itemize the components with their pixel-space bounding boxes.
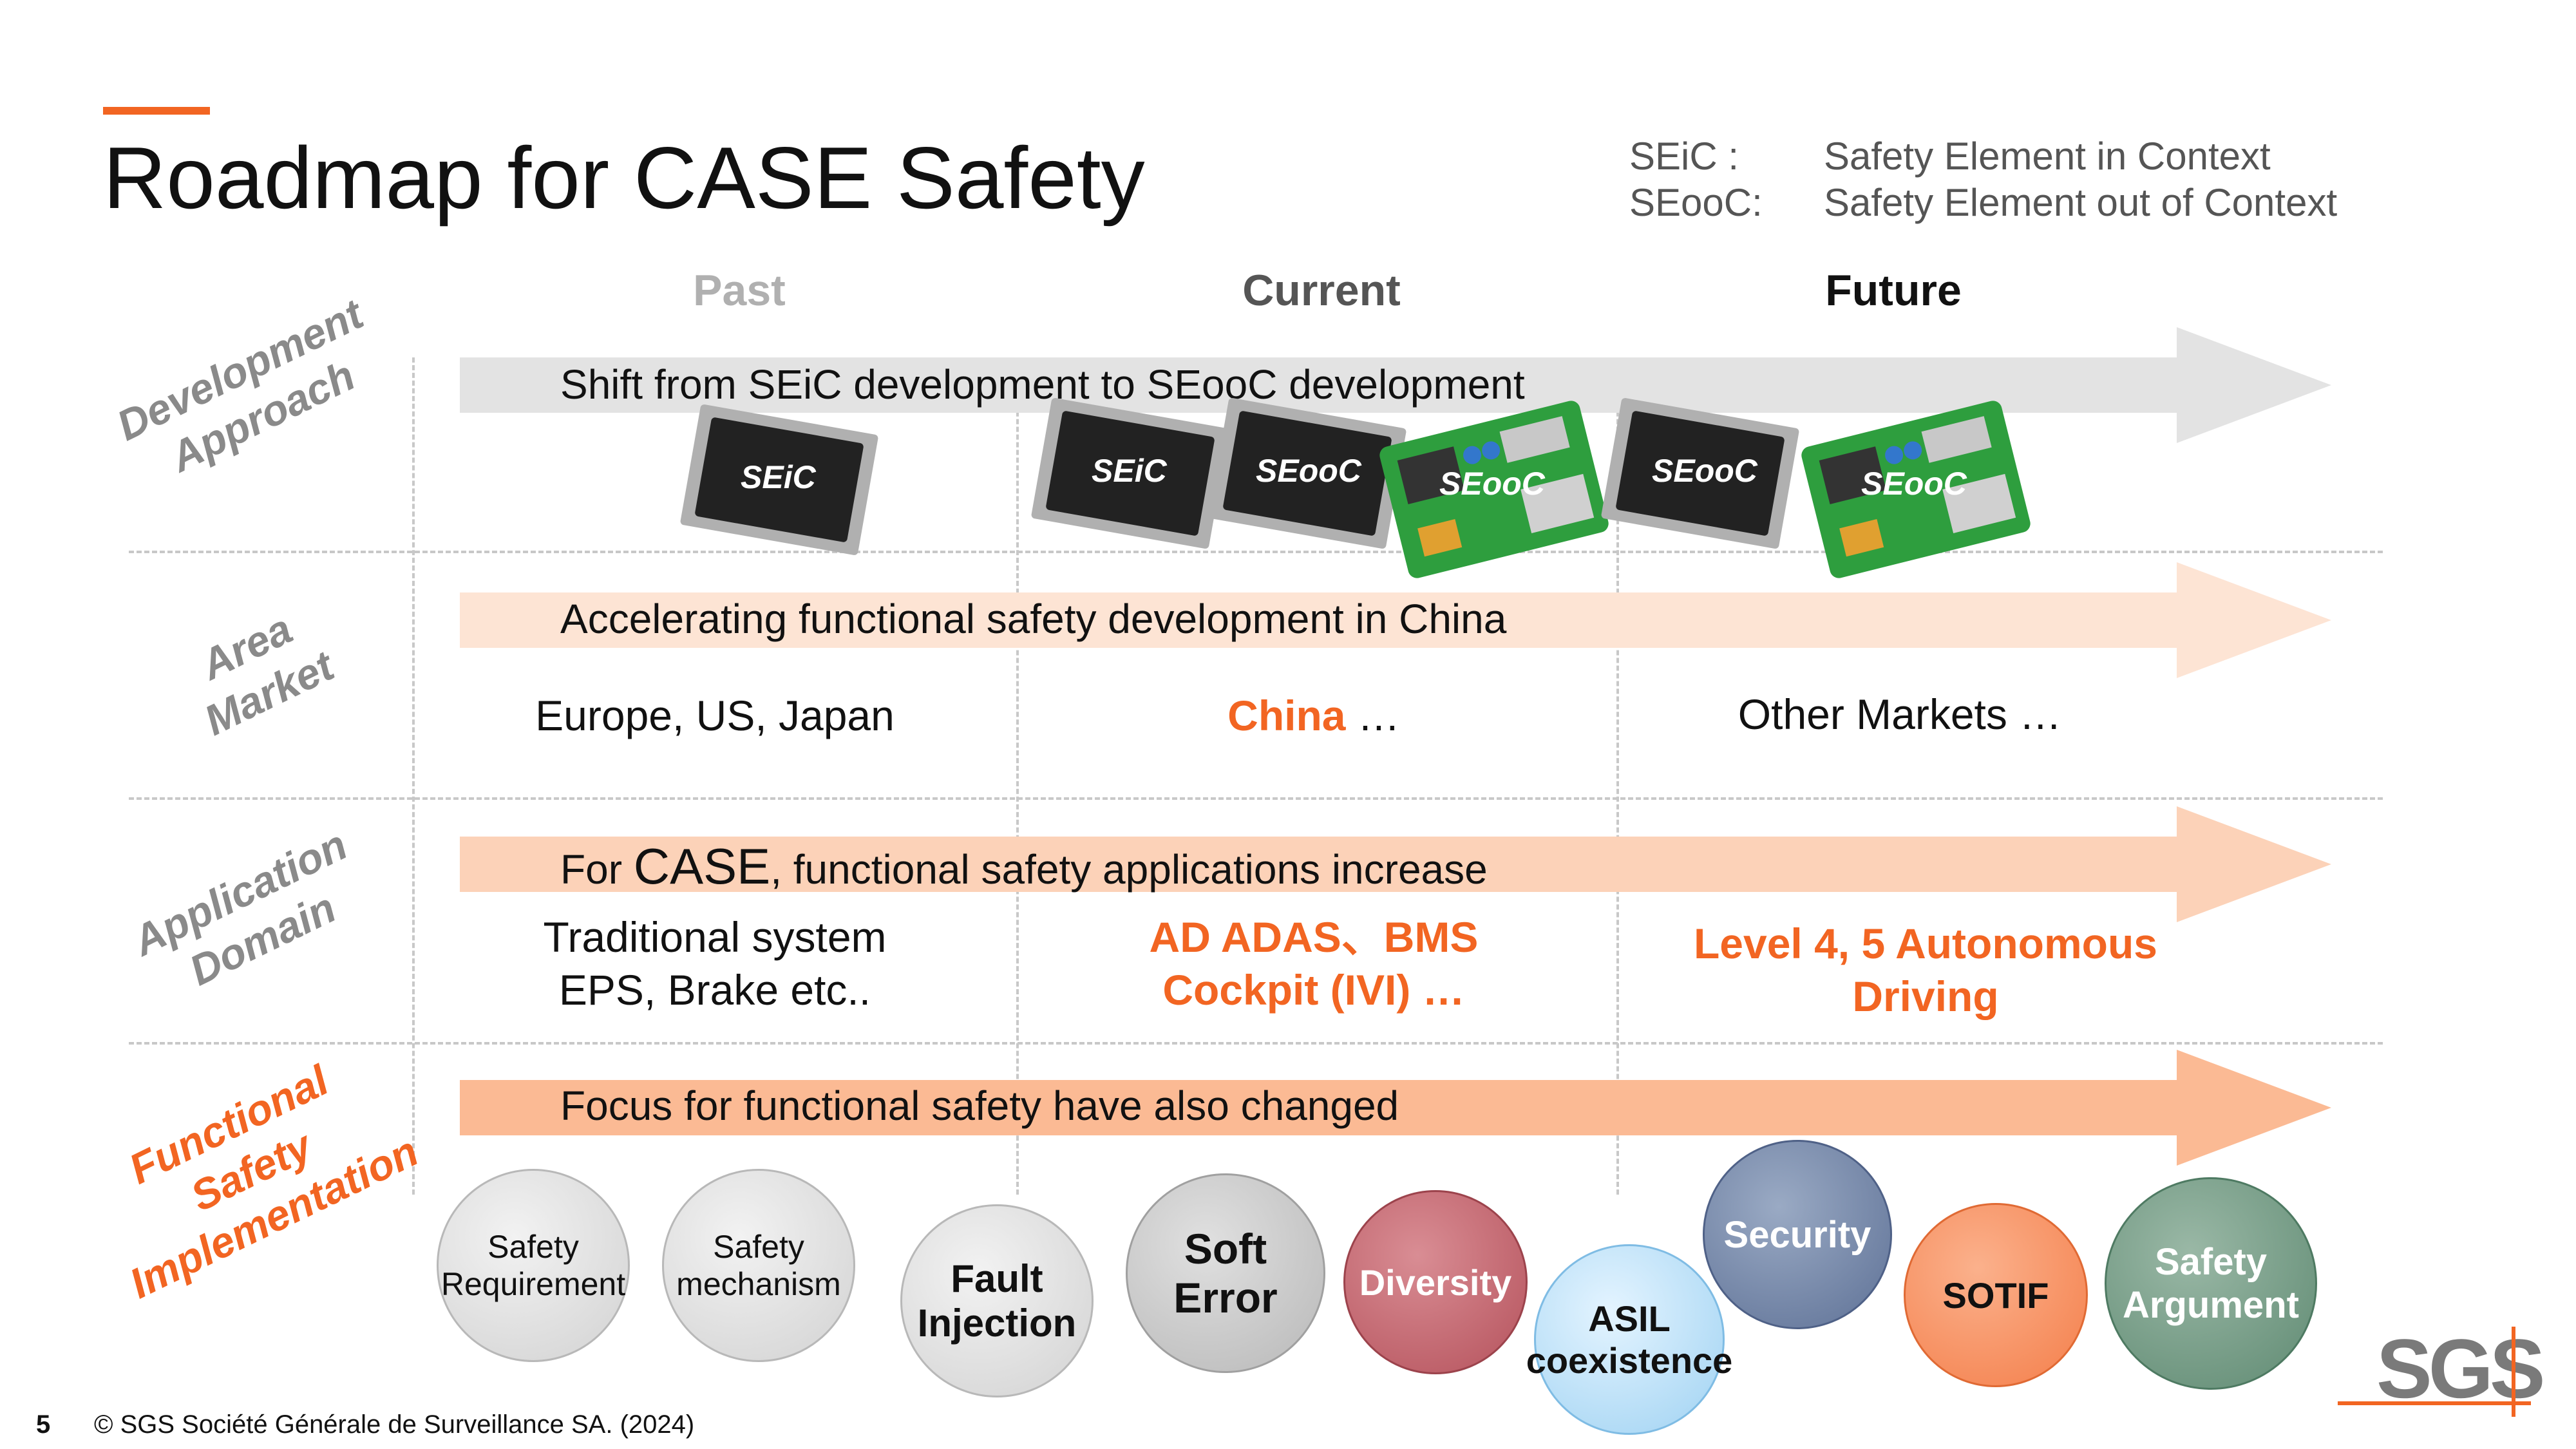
application-current-line2: Cockpit (IVI) … (1162, 966, 1465, 1014)
phase-past: Past (693, 266, 786, 315)
area-past: Europe, US, Japan (535, 692, 895, 739)
arrow-text-application-pre: For (560, 846, 634, 893)
bubble-asil-coexistence-label: ASIL coexistence (1526, 1298, 1733, 1381)
chip-icon-current-seic (1031, 398, 1229, 549)
column-divider-current-future (1616, 357, 1619, 1195)
application-future-line1: Level 4, 5 Autonomous (1693, 920, 2157, 967)
column-divider-label (412, 357, 415, 1195)
arrow-text-application-case: CASE (633, 838, 771, 895)
area-future: Other Markets … (1738, 690, 2062, 738)
chip-label-current-seic: SEiC (1092, 453, 1167, 489)
bubble-safety-mechanism-label: Safety mechanism (676, 1229, 841, 1302)
chip-icon-past-seic (680, 404, 878, 555)
phase-current: Current (1242, 266, 1401, 315)
bubble-security-label: Security (1723, 1213, 1871, 1256)
chip-icon-future-seooc (1601, 398, 1799, 549)
row-divider-1 (129, 551, 2383, 553)
column-divider-past-current (1016, 357, 1019, 1195)
bubble-soft-error: Soft Error (1126, 1173, 1325, 1373)
legend-abbr-seic: SEiC : (1629, 135, 1739, 178)
area-current-highlight: China (1227, 692, 1346, 739)
arrow-text-development: Shift from SEiC development to SEooC dev… (560, 361, 1525, 408)
arrow-application (460, 806, 2331, 922)
arrow-text-implementation: Focus for functional safety have also ch… (560, 1083, 1399, 1129)
legend-meaning-seic: Safety Element in Context (1824, 135, 2271, 178)
chip-label-future-seooc: SEooC (1652, 453, 1757, 489)
bubble-soft-error-label: Soft Error (1173, 1225, 1278, 1321)
sgs-logo-vline (2512, 1327, 2515, 1417)
sgs-logo-hline (2338, 1401, 2531, 1405)
area-current-rest: … (1345, 692, 1400, 739)
arrow-text-application-post: , functional safety applications increas… (770, 846, 1488, 893)
bubble-safety-mechanism: Safety mechanism (662, 1169, 855, 1362)
arrow-area (460, 562, 2331, 678)
bubble-safety-argument-label: Safety Argument (2123, 1241, 2299, 1326)
page-title: Roadmap for CASE Safety (103, 129, 1145, 227)
copyright: © SGS Société Générale de Surveillance S… (94, 1410, 695, 1439)
legend-meaning-seooc: Safety Element out of Context (1824, 181, 2338, 224)
phase-future: Future (1825, 266, 1962, 315)
sgs-logo: SGS (2376, 1321, 2546, 1416)
application-past-line2: EPS, Brake etc.. (558, 966, 871, 1014)
arrow-text-application: For CASE, functional safety applications… (560, 837, 1488, 896)
board-icon-current-seooc (1379, 401, 1609, 578)
application-current-line1: AD ADAS、BMS (1149, 913, 1479, 961)
row-divider-2 (129, 797, 2383, 800)
arrow-implementation (460, 1050, 2331, 1166)
title-accent-bar (103, 107, 210, 115)
arrow-development (460, 327, 2331, 443)
board-label-future-seooc: SEooC (1861, 466, 1967, 502)
bubble-safety-requirement-label: Safety Requirement (440, 1229, 626, 1302)
area-current: China … (1056, 689, 1571, 742)
application-future-line2: Driving (1852, 972, 1999, 1020)
bubble-fault-injection: Fault Injection (900, 1204, 1094, 1397)
bubble-security: Security (1703, 1140, 1892, 1329)
row-divider-3 (129, 1042, 2383, 1045)
legend-abbr-seooc: SEooC: (1629, 181, 1763, 224)
board-icon-future-seooc (1801, 401, 2031, 578)
page-number: 5 (36, 1410, 51, 1439)
chip-label-current-seooc: SEooC (1256, 453, 1361, 489)
bubble-sotif-label: SOTIF (1942, 1274, 2049, 1316)
application-past-line1: Traditional system (543, 913, 887, 961)
bubble-safety-argument: Safety Argument (2105, 1177, 2317, 1390)
bubble-asil-coexistence: ASIL coexistence (1526, 1244, 1732, 1435)
bubble-diversity: Diversity (1343, 1190, 1528, 1374)
bubble-diversity-label: Diversity (1359, 1262, 1512, 1303)
chip-label-past-seic: SEiC (741, 459, 816, 495)
board-label-current-seooc: SEooC (1439, 466, 1545, 502)
bubble-safety-requirement: Safety Requirement (437, 1169, 630, 1362)
chip-icon-current-seooc (1208, 398, 1406, 549)
bubble-fault-injection-label: Fault Injection (917, 1257, 1077, 1345)
bubble-sotif: SOTIF (1904, 1203, 2088, 1387)
application-current: AD ADAS、BMS Cockpit (IVI) … (1056, 911, 1571, 1016)
arrow-text-area: Accelerating functional safety developme… (560, 596, 1507, 642)
